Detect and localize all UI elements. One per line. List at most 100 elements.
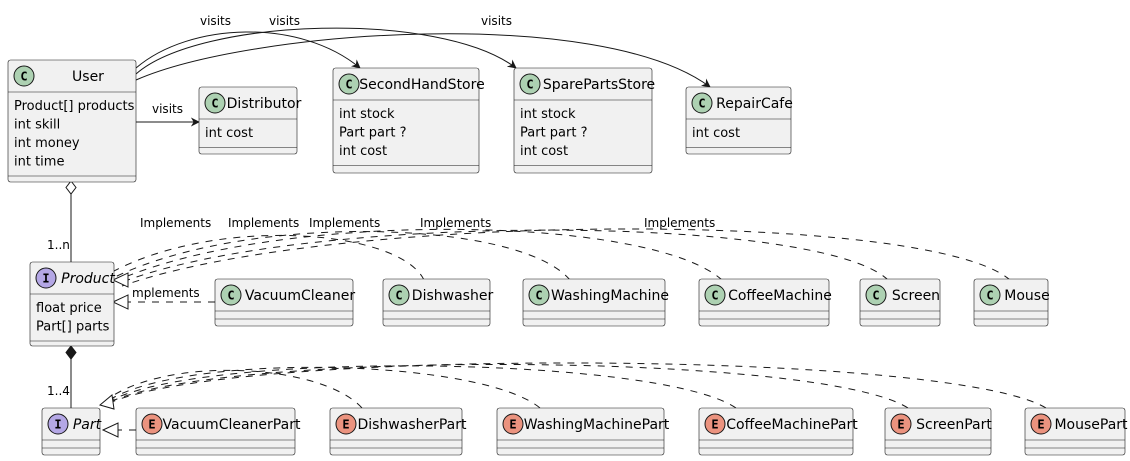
realization-triangle-part [98, 394, 115, 410]
class-box-frame [884, 407, 992, 456]
class-attribute: int cost [520, 144, 568, 159]
class-name: DishwasherPart [357, 417, 467, 433]
class-box-part: I Part [41, 407, 102, 456]
class-attribute: float price [36, 301, 102, 316]
class-box-frame [382, 278, 491, 327]
class-name: RepairCafe [716, 96, 793, 112]
composition-diamond [65, 345, 77, 360]
stereotype-badge-icon [704, 413, 726, 435]
stereotype-badge-icon [47, 413, 69, 435]
implements-label: Implements [420, 216, 491, 230]
visits-edge-secondhandstore [135, 31, 361, 69]
class-name: CoffeeMachine [728, 288, 832, 304]
class-box-washing: C WashingMachine [522, 278, 669, 327]
class-box-frame [698, 407, 854, 456]
implements-edge-screenpart [109, 363, 909, 409]
stereotype-letter: E [509, 418, 516, 432]
class-name: SecondHandStore [359, 77, 484, 93]
class-box-dishwasherpart: E DishwasherPart [329, 407, 467, 456]
aggregation-diamond [65, 180, 77, 195]
visits-label: visits [269, 14, 300, 28]
stereotype-letter: I [42, 272, 49, 286]
class-box-distributor: C Distributor int cost [198, 86, 302, 155]
stereotype-badge-icon [141, 413, 163, 435]
class-box-dishwasher: C Dishwasher [382, 278, 494, 327]
class-attribute: int money [14, 136, 80, 151]
class-attribute: int stock [520, 107, 576, 122]
stereotype-badge-icon [528, 284, 550, 306]
stereotype-letter: E [148, 418, 155, 432]
class-name: Mouse [1004, 288, 1049, 304]
stereotype-letter: C [211, 97, 218, 111]
stereotype-badge-icon [35, 267, 57, 289]
multiplicity-products: 1..n [47, 238, 70, 252]
implements-label: Implements [644, 216, 715, 230]
class-attribute: Part part ? [339, 126, 407, 141]
class-attribute: int cost [339, 144, 387, 159]
class-attribute: int time [14, 155, 64, 170]
stereotype-badge-icon [519, 73, 541, 95]
class-name: WashingMachine [551, 288, 669, 304]
implements-edge-washingmachinepart [105, 366, 541, 409]
realization-triangle-product-2 [111, 294, 129, 310]
class-attribute: int stock [339, 107, 395, 122]
class-attribute: Part part ? [520, 126, 588, 141]
connectors [65, 27, 1047, 438]
stereotype-letter: I [54, 418, 61, 432]
stereotype-badge-icon [704, 284, 726, 306]
stereotype-badge-icon [13, 65, 35, 87]
class-box-frame [7, 59, 137, 183]
stereotype-letter: C [986, 289, 993, 303]
visits-label: visits [481, 14, 512, 28]
stereotype-badge-icon [890, 413, 912, 435]
stereotype-letter: C [395, 289, 402, 303]
stereotype-letter: E [1037, 418, 1044, 432]
realization-triangle-part-2 [101, 422, 119, 438]
class-name: MousePart [1054, 417, 1128, 433]
visits-edge-repaircafe [135, 33, 711, 88]
stereotype-letter: C [526, 78, 533, 92]
class-box-frame [698, 278, 830, 327]
stereotype-letter: C [535, 289, 542, 303]
class-name: CoffeeMachinePart [726, 417, 858, 433]
class-name: Part [73, 417, 102, 433]
class-box-mousepart: E MousePart [1024, 407, 1128, 456]
edge-labels: visits visits visits visits 1..n 1..4 Im… [47, 14, 715, 398]
class-attribute: int cost [205, 126, 253, 141]
implements-edge-coffeemachine [117, 228, 723, 281]
implements-edge-screen [119, 229, 889, 284]
stereotype-badge-icon [220, 284, 242, 306]
stereotype-letter: C [872, 289, 879, 303]
stereotype-letter: C [698, 97, 705, 111]
class-box-frame [332, 67, 480, 174]
implements-edge-dishwasherpart [103, 369, 363, 409]
class-attribute: Part[] parts [36, 320, 110, 335]
stereotype-badge-icon [338, 73, 360, 95]
class-attribute: int cost [692, 126, 740, 141]
implements-label: Implements [228, 216, 299, 230]
class-box-frame [135, 407, 296, 456]
implements-edge-washingmachine [114, 231, 571, 281]
stereotype-badge-icon [979, 284, 1001, 306]
class-name: Dishwasher [412, 288, 494, 304]
class-box-repaircafe: C RepairCafe int cost [685, 86, 793, 155]
class-box-mouse: C Mouse [973, 278, 1050, 327]
stereotype-letter: E [342, 418, 349, 432]
stereotype-badge-icon [388, 284, 410, 306]
class-name: Distributor [227, 96, 302, 112]
implements-edge-mouse [121, 228, 1011, 287]
class-name: Product [61, 271, 115, 287]
stereotype-letter: C [227, 289, 234, 303]
stereotype-badge-icon [204, 92, 226, 114]
stereotype-badge-icon [691, 92, 713, 114]
stereotype-letter: C [345, 78, 352, 92]
stereotype-badge-icon [502, 413, 524, 435]
multiplicity-parts: 1..4 [47, 384, 70, 398]
